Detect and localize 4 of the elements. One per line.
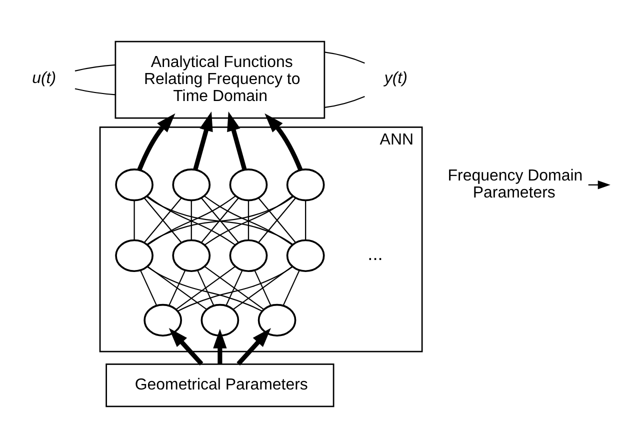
label: ... bbox=[368, 242, 383, 264]
node-text: u(t) bbox=[32, 69, 56, 86]
node-text: Frequency Domain Parameters bbox=[448, 167, 583, 202]
node-text: y(t) bbox=[384, 69, 408, 86]
